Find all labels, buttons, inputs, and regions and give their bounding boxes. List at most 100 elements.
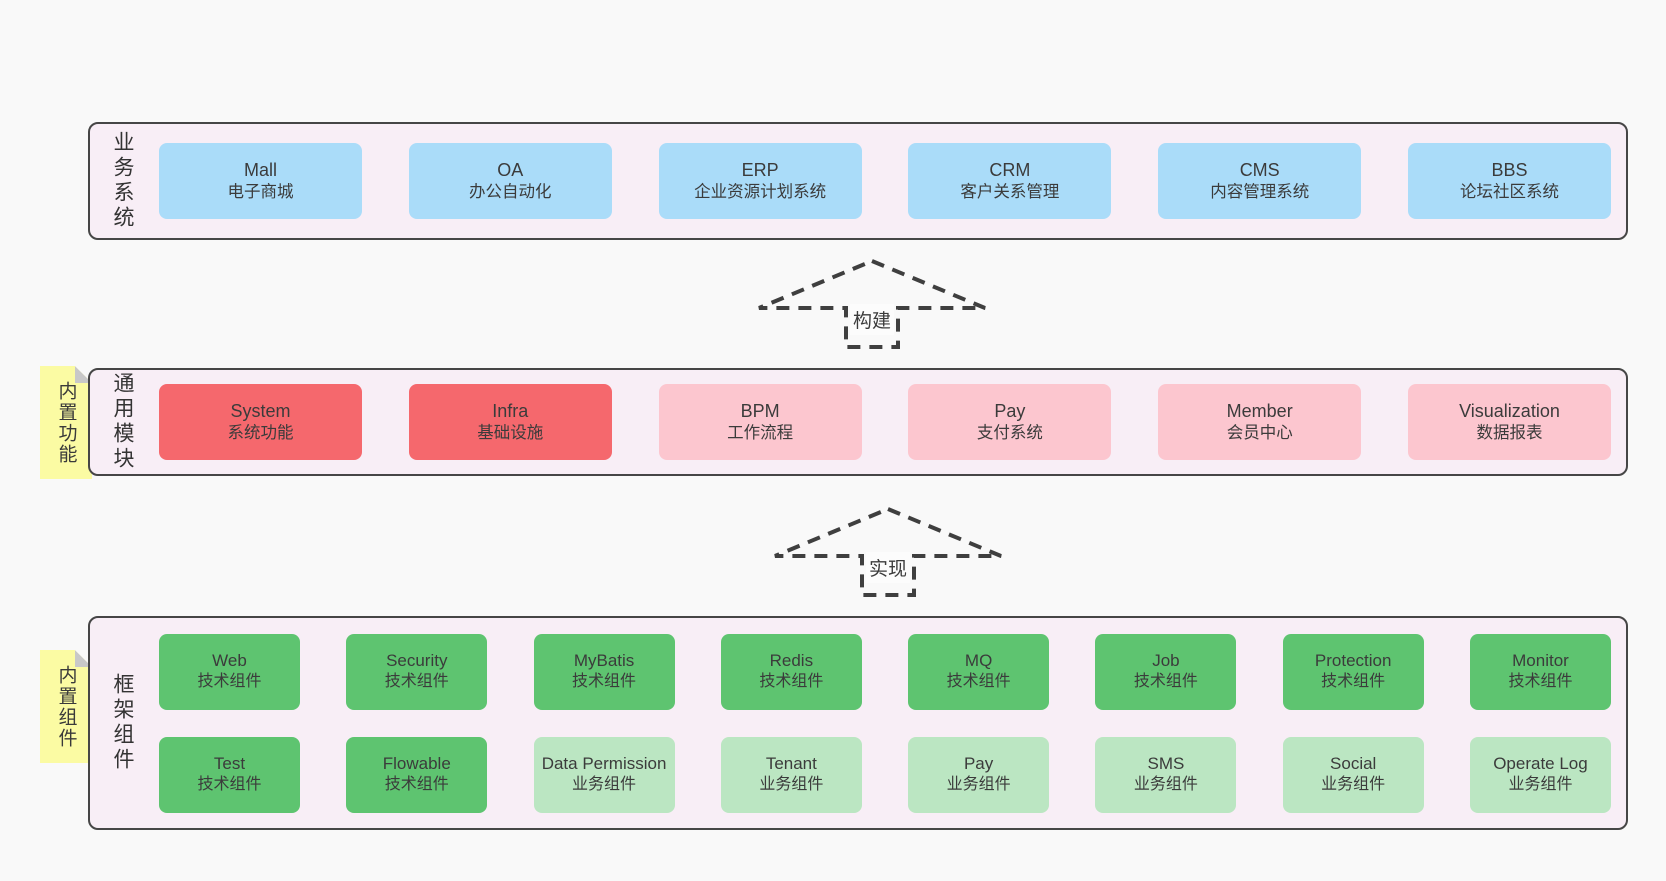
- node-subtitle: 支付系统: [976, 423, 1043, 442]
- node-subtitle: 技术组件: [384, 775, 449, 793]
- node-subtitle: 论坛社区系统: [1459, 182, 1559, 201]
- node-title: Infra: [492, 400, 529, 421]
- tier-boxes: System 系统功能 Infra 基础设施 BPM 工作流程 Pay 支付系统…: [133, 370, 1626, 474]
- node-pay: Pay 支付系统: [908, 384, 1112, 460]
- node-test: Test 技术组件: [159, 736, 300, 813]
- node-subtitle: 业务组件: [572, 775, 637, 793]
- node-title: Monitor: [1512, 651, 1569, 671]
- node-member: Member 会员中心: [1158, 384, 1362, 460]
- node-subtitle: 技术组件: [1508, 672, 1573, 690]
- node-subtitle: 企业资源计划系统: [694, 182, 827, 201]
- node-title: Visualization: [1459, 400, 1560, 421]
- up-arrow-icon: [774, 506, 1002, 597]
- node-subtitle: 内容管理系统: [1210, 182, 1310, 201]
- node-subtitle: 电子商城: [227, 182, 294, 201]
- up-arrow-icon: [758, 258, 986, 349]
- build-arrow: 构建: [756, 258, 988, 350]
- sticky-note-label: 内置组件: [55, 664, 77, 749]
- node-bpm: BPM 工作流程: [658, 384, 862, 460]
- implement-arrow: 实现: [772, 506, 1004, 598]
- node-subtitle: 技术组件: [384, 672, 449, 690]
- tier-label: 框架组件: [111, 673, 134, 773]
- node-subtitle: 数据报表: [1476, 423, 1543, 442]
- node-title: Operate Log: [1493, 754, 1588, 774]
- node-title: BBS: [1491, 159, 1528, 180]
- node-title: Data Permission: [541, 754, 667, 774]
- tier-boxes-grid: Web 技术组件 Security 技术组件 MyBatis 技术组件 Redi…: [133, 618, 1626, 828]
- node-crm: CRM 客户关系管理: [908, 143, 1112, 219]
- node-subtitle: 业务组件: [1508, 775, 1573, 793]
- node-pay-component: Pay 业务组件: [908, 736, 1050, 813]
- node-subtitle: 工作流程: [727, 423, 794, 442]
- node-subtitle: 业务组件: [946, 775, 1011, 793]
- node-sms: SMS 业务组件: [1095, 736, 1237, 813]
- node-title: Flowable: [382, 754, 451, 774]
- node-security: Security 技术组件: [346, 633, 488, 710]
- node-data-permission: Data Permission 业务组件: [533, 736, 675, 813]
- node-visualization: Visualization 数据报表: [1407, 384, 1611, 460]
- node-web: Web 技术组件: [159, 633, 300, 710]
- node-protection: Protection 技术组件: [1282, 633, 1424, 710]
- node-infra: Infra 基础设施: [408, 384, 612, 460]
- node-job: Job 技术组件: [1095, 633, 1237, 710]
- node-mall: Mall 电子商城: [159, 143, 362, 219]
- node-title: Web: [212, 651, 247, 671]
- node-cms: CMS 内容管理系统: [1158, 143, 1362, 219]
- node-mq: MQ 技术组件: [908, 633, 1050, 710]
- node-social: Social 业务组件: [1282, 736, 1424, 813]
- components-row-2: Test 技术组件 Flowable 技术组件 Data Permission …: [159, 736, 1611, 813]
- node-operate-log: Operate Log 业务组件: [1469, 736, 1611, 813]
- node-title: ERP: [741, 159, 779, 180]
- sticky-note-label: 内置功能: [55, 380, 77, 465]
- node-subtitle: 技术组件: [572, 672, 637, 690]
- node-title: BPM: [740, 400, 780, 421]
- node-title: Protection: [1314, 651, 1392, 671]
- node-oa: OA 办公自动化: [408, 143, 612, 219]
- node-title: Member: [1226, 400, 1293, 421]
- node-title: Security: [386, 651, 448, 671]
- node-title: Mall: [243, 159, 277, 180]
- node-subtitle: 业务组件: [1321, 775, 1386, 793]
- node-system: System 系统功能: [159, 384, 362, 460]
- sticky-note-built-in-functions: 内置功能: [40, 366, 92, 479]
- node-title: OA: [497, 159, 524, 180]
- node-subtitle: 会员中心: [1226, 423, 1293, 442]
- node-monitor: Monitor 技术组件: [1469, 633, 1611, 710]
- tier-business-systems: 业务系统 Mall 电子商城 OA 办公自动化 ERP 企业资源计划系统 CRM…: [88, 122, 1628, 240]
- node-title: Tenant: [765, 754, 817, 774]
- node-subtitle: 基础设施: [477, 423, 544, 442]
- node-title: System: [230, 400, 291, 421]
- tier-common-modules: 通用模块 System 系统功能 Infra 基础设施 BPM 工作流程 Pay…: [88, 368, 1628, 476]
- node-subtitle: 系统功能: [227, 423, 294, 442]
- components-row-1: Web 技术组件 Security 技术组件 MyBatis 技术组件 Redi…: [159, 633, 1611, 710]
- node-subtitle: 技术组件: [1321, 672, 1386, 690]
- node-subtitle: 业务组件: [1133, 775, 1198, 793]
- tier-framework-components: 框架组件 Web 技术组件 Security 技术组件 MyBatis 技术组件…: [88, 616, 1628, 830]
- node-subtitle: 技术组件: [946, 672, 1011, 690]
- node-tenant: Tenant 业务组件: [720, 736, 862, 813]
- node-title: Redis: [769, 651, 814, 671]
- node-subtitle: 技术组件: [759, 672, 824, 690]
- node-subtitle: 技术组件: [197, 672, 262, 690]
- node-title: Pay: [994, 400, 1026, 421]
- node-subtitle: 技术组件: [1133, 672, 1198, 690]
- node-bbs: BBS 论坛社区系统: [1407, 143, 1611, 219]
- node-title: Job: [1152, 651, 1180, 671]
- node-subtitle: 技术组件: [197, 775, 262, 793]
- sticky-note-built-in-components: 内置组件: [40, 650, 92, 763]
- tier-label: 通用模块: [111, 372, 134, 472]
- node-subtitle: 办公自动化: [469, 182, 552, 201]
- node-title: Pay: [963, 754, 994, 774]
- node-erp: ERP 企业资源计划系统: [658, 143, 862, 219]
- arrow-label: 构建: [849, 304, 895, 335]
- node-title: SMS: [1147, 754, 1185, 774]
- node-subtitle: 业务组件: [759, 775, 824, 793]
- arrow-label: 实现: [865, 552, 911, 583]
- node-flowable: Flowable 技术组件: [346, 736, 488, 813]
- node-mybatis: MyBatis 技术组件: [533, 633, 675, 710]
- tier-boxes: Mall 电子商城 OA 办公自动化 ERP 企业资源计划系统 CRM 客户关系…: [133, 124, 1626, 238]
- node-title: MyBatis: [573, 651, 635, 671]
- node-redis: Redis 技术组件: [720, 633, 862, 710]
- node-title: MQ: [964, 651, 993, 671]
